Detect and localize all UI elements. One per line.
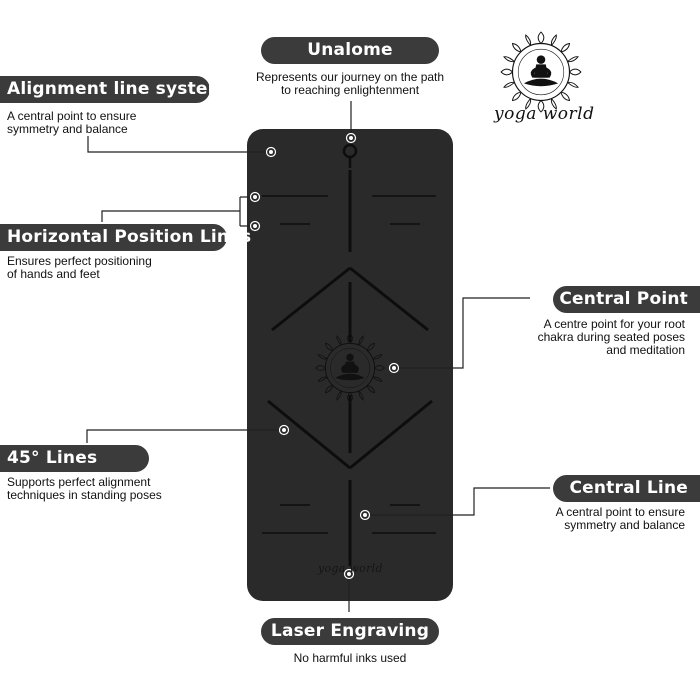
brand-name: yoga world	[494, 104, 595, 124]
alignment-desc: A central point to ensure symmetry and b…	[7, 109, 137, 136]
central-point-title: Central Point	[553, 286, 700, 313]
unalome-desc: Represents our journey on the path to re…	[255, 70, 445, 97]
laser-engraving-desc: No harmful inks used	[293, 651, 407, 665]
brand-logo-icon	[500, 31, 582, 113]
target-markers	[249, 132, 400, 580]
leader-lines	[86, 101, 550, 612]
mat-brand-engraving: yoga world	[318, 562, 383, 575]
alignment-title: Alignment line system	[0, 76, 225, 103]
lines-45-desc: Supports perfect alignment techniques in…	[7, 475, 162, 502]
mat-engravings	[262, 143, 436, 566]
horizontal-lines-desc: Ensures perfect positioning of hands and…	[7, 254, 152, 281]
central-line-desc: A central point to ensure symmetry and b…	[555, 505, 685, 532]
yoga-mat	[247, 129, 453, 601]
central-line-title: Central Line	[553, 475, 700, 502]
mat-emblem-icon	[315, 333, 385, 403]
horizontal-lines-title: Horizontal Position Lines	[0, 224, 251, 251]
lines-45-title: 45° Lines	[0, 445, 149, 472]
central-point-desc: A centre point for your root chakra duri…	[537, 317, 685, 357]
laser-engraving-title: Laser Engraving	[261, 618, 439, 645]
unalome-title: Unalome	[261, 37, 439, 64]
